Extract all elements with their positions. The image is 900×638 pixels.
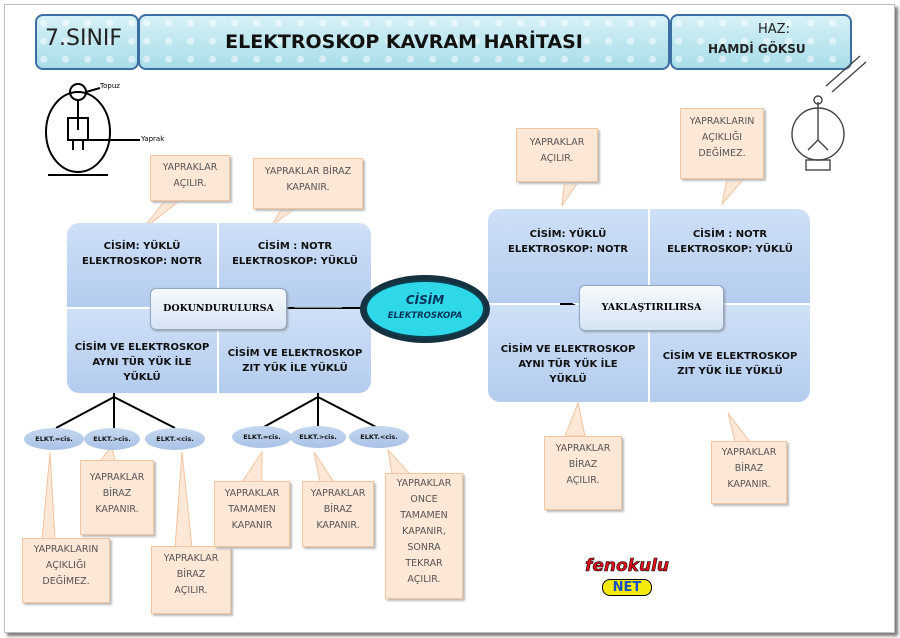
title-header: ELEKTROSKOP KAVRAM HARİTASI (138, 14, 670, 70)
callout-bottom-6-line2: ONCE (410, 494, 438, 505)
logo-top: fenokulu (584, 556, 670, 577)
callout-bottom-6-line3: TAMAMEN (400, 510, 448, 521)
callout-bottom-4-line1: YAPRAKLAR (224, 488, 280, 499)
right-tr-line1: CİSİM : NOTR (692, 229, 768, 240)
callout-right-b-line2: AÇIKLIĞI (701, 132, 743, 143)
fenokulu-logo: fenokulu NET (572, 556, 682, 596)
callout-right-c: YAPRAKLAR BİRAZ AÇILIR. (544, 436, 622, 510)
oval-right-greater: ELKT.>cis. (290, 426, 346, 448)
callout-right-b-line1: YAPRAKLARIN (689, 116, 755, 127)
callout-bottom-5-line2: BİRAZ (323, 504, 353, 515)
left-tl-line2: ELEKTROSKOP: NOTR (81, 256, 202, 267)
right-bl-line2: AYNI TÜR YÜK İLE (518, 359, 618, 370)
callout-bottom-6-line1: YAPRAKLAR (396, 478, 452, 489)
topuz-label: Topuz (100, 82, 120, 90)
grade-header: 7.SINIF (35, 14, 139, 70)
callout-right-d-line3: KAPANIR. (727, 479, 771, 490)
callout-bottom-4: YAPRAKLAR TAMAMEN KAPANIR (214, 481, 290, 547)
callout-bottom-6: YAPRAKLAR ONCE TAMAMEN KAPANIR, SONRA TE… (385, 473, 463, 599)
callout-bottom-2-line3: KAPANIR. (95, 504, 139, 515)
oval-right-less: ELKT.<cis. (349, 426, 409, 448)
callout-bottom-1-line2: AÇIKLIĞI (45, 560, 87, 571)
left-tl-line1: CİSİM: YÜKLÜ (103, 241, 181, 252)
left-br-line1: CİSİM VE ELEKTROSKOP (227, 348, 363, 359)
callout-left-a-line1: YAPRAKLAR (162, 162, 218, 173)
left-bl-line3: YÜKLÜ (123, 372, 161, 383)
callout-bottom-1-line1: YAPRAKLARIN (33, 544, 99, 555)
left-bl-line2: AYNI TÜR YÜK İLE (92, 357, 192, 368)
right-br-line2: ZIT YÜK İLE YÜKLÜ (677, 366, 783, 377)
right-tl-line2: ELEKTROSKOP: NOTR (507, 244, 628, 255)
author-name: HAMDİ GÖKSU (708, 42, 806, 56)
oval-left-equal: ELKT.=cis. (24, 428, 84, 450)
callout-bottom-1: YAPRAKLARIN AÇIKLIĞI DEĞİMEZ. (22, 538, 110, 603)
page-title: ELEKTROSKOP KAVRAM HARİTASI (225, 31, 583, 53)
left-bl-line1: CİSİM VE ELEKTROSKOP (74, 342, 210, 353)
left-box-bottom-left: CİSİM VE ELEKTROSKOP AYNI TÜR YÜK İLE YÜ… (67, 309, 217, 393)
callout-bottom-3-line3: AÇILIR. (174, 585, 208, 596)
callout-bottom-6-line4: KAPANIR, (402, 526, 446, 537)
right-action-label: YAKLAŞTIRILIRSA (579, 285, 724, 331)
left-action-label: DOKUNDURULURSA (150, 288, 287, 330)
oval-left-less: ELKT.<cis. (145, 428, 205, 450)
callout-right-b: YAPRAKLARIN AÇIKLIĞI DEĞİMEZ. (680, 108, 764, 179)
callout-right-c-line3: AÇILIR. (566, 475, 600, 486)
callout-right-d-line1: YAPRAKLAR (721, 447, 777, 458)
electroscope-drawing-left (45, 83, 140, 176)
callout-right-a-line2: AÇILIR. (540, 153, 574, 164)
callout-bottom-4-line3: KAPANIR (231, 520, 273, 531)
center-line1: CİSİM (405, 293, 445, 307)
callout-right-c-line1: YAPRAKLAR (555, 443, 611, 454)
callout-bottom-5: YAPRAKLAR BİRAZ KAPANIR. (302, 481, 374, 547)
left-tr-line2: ELEKTROSKOP: YÜKLÜ (232, 256, 358, 267)
logo-bottom: NET (601, 579, 653, 596)
callout-bottom-6-line6: TEKRAR (405, 558, 443, 569)
callout-right-b-line3: DEĞİMEZ. (698, 148, 746, 159)
callout-left-a: YAPRAKLAR AÇILIR. (150, 155, 230, 201)
author-label: HAZ: (758, 22, 790, 37)
yaprak-label: Yaprak (141, 135, 165, 143)
center-node-inner: CİSİM ELEKTROSKOPA (365, 280, 485, 338)
callout-bottom-3-line1: YAPRAKLAR (163, 553, 219, 564)
callout-left-b: YAPRAKLAR BİRAZ KAPANIR. (253, 158, 363, 209)
callout-bottom-5-line3: KAPANIR. (316, 520, 360, 531)
tree-right (261, 393, 379, 429)
callout-bottom-2: YAPRAKLAR BİRAZ KAPANIR. (80, 460, 154, 535)
center-line2: ELEKTROSKOPA (387, 311, 463, 321)
callout-right-a: YAPRAKLAR AÇILIR. (516, 128, 598, 182)
callout-left-b-line2: KAPANIR. (286, 182, 330, 193)
callout-right-c-line2: BİRAZ (568, 459, 598, 470)
callout-bottom-3: YAPRAKLAR BİRAZ AÇILIR. (151, 546, 231, 614)
callout-left-a-line2: AÇILIR. (173, 178, 207, 189)
right-bl-line1: CİSİM VE ELEKTROSKOP (500, 344, 636, 355)
callout-right-d: YAPRAKLAR BİRAZ KAPANIR. (711, 441, 787, 504)
callout-right-a-line1: YAPRAKLAR (529, 137, 585, 148)
tree-left (55, 393, 176, 429)
callout-bottom-4-line2: TAMAMEN (228, 504, 276, 515)
electroscope-drawing-right (791, 55, 867, 171)
callout-bottom-6-line5: SONRA (407, 542, 441, 553)
left-br-line2: ZIT YÜK İLE YÜKLÜ (242, 363, 348, 374)
author-header: HAZ: HAMDİ GÖKSU (670, 14, 852, 70)
grade-label: 7.SINIF (45, 26, 123, 51)
left-tr-line1: CİSİM : NOTR (257, 241, 333, 252)
callout-bottom-2-line2: BİRAZ (102, 488, 132, 499)
right-tr-line2: ELEKTROSKOP: YÜKLÜ (667, 244, 793, 255)
callout-bottom-3-line2: BİRAZ (176, 569, 206, 580)
callout-right-d-line2: BİRAZ (734, 463, 764, 474)
callout-bottom-2-line1: YAPRAKLAR (89, 472, 145, 483)
right-tl-line1: CİSİM: YÜKLÜ (529, 229, 607, 240)
callout-bottom-5-line1: YAPRAKLAR (310, 488, 366, 499)
callout-bottom-6-line7: AÇILIR. (407, 574, 441, 585)
oval-right-equal: ELKT.=cis. (232, 426, 292, 448)
callout-left-b-line1: YAPRAKLAR BİRAZ (264, 166, 352, 177)
right-br-line1: CİSİM VE ELEKTROSKOP (662, 351, 798, 362)
oval-left-greater: ELKT.>cis. (84, 428, 140, 450)
callout-bottom-1-line3: DEĞİMEZ. (42, 576, 90, 587)
right-bl-line3: YÜKLÜ (549, 374, 587, 385)
